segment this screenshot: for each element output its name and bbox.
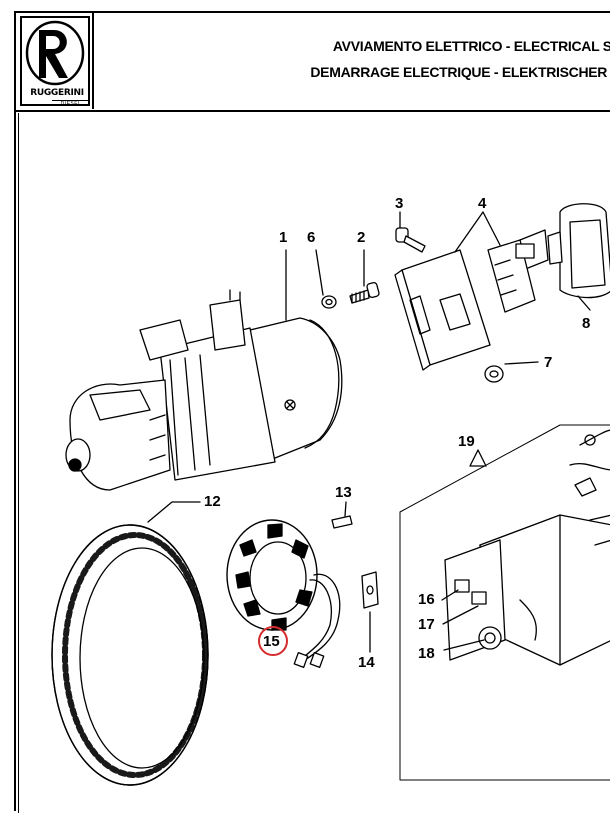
logo-sub-text: DIESEL — [52, 100, 90, 107]
callout-17: 17 — [418, 616, 435, 633]
voltage-regulator — [394, 229, 549, 371]
control-panel — [399, 424, 610, 781]
logo-brand-text: RUGGERINI — [30, 88, 84, 98]
header-divider — [14, 110, 610, 112]
connector-plug — [547, 203, 610, 299]
logo-r-icon — [22, 18, 88, 88]
callout-8: 8 — [582, 315, 590, 332]
bolt — [349, 281, 380, 304]
callout-3: 3 — [395, 195, 403, 212]
clip — [361, 571, 379, 609]
callout-7: 7 — [544, 354, 552, 371]
callout-15: 15 — [263, 633, 280, 650]
callout-1: 1 — [279, 229, 287, 246]
callout-13: 13 — [335, 484, 352, 501]
title-line-2: DEMARRAGE ELECTRIQUE - ELEKTRISCHER A — [310, 64, 610, 80]
callout-16: 16 — [418, 591, 435, 608]
callout-18: 18 — [418, 645, 435, 662]
callout-6: 6 — [307, 229, 315, 246]
logo-panel: RUGGERINI DIESEL — [16, 13, 94, 109]
callout-19: 19 — [458, 433, 475, 450]
screw — [395, 227, 426, 253]
callout-14: 14 — [358, 654, 375, 671]
callout-4: 4 — [478, 195, 487, 212]
callout-2: 2 — [357, 229, 365, 246]
diagram-frame — [18, 113, 610, 813]
page-border — [14, 11, 610, 811]
starter-motor — [65, 289, 343, 491]
ruggerini-logo: RUGGERINI DIESEL — [20, 16, 90, 107]
title-line-1: AVVIAMENTO ELETTRICO - ELECTRICAL ST — [332, 38, 610, 54]
ring-gear — [51, 524, 209, 786]
callout-12: 12 — [204, 493, 221, 510]
stator — [226, 519, 341, 668]
